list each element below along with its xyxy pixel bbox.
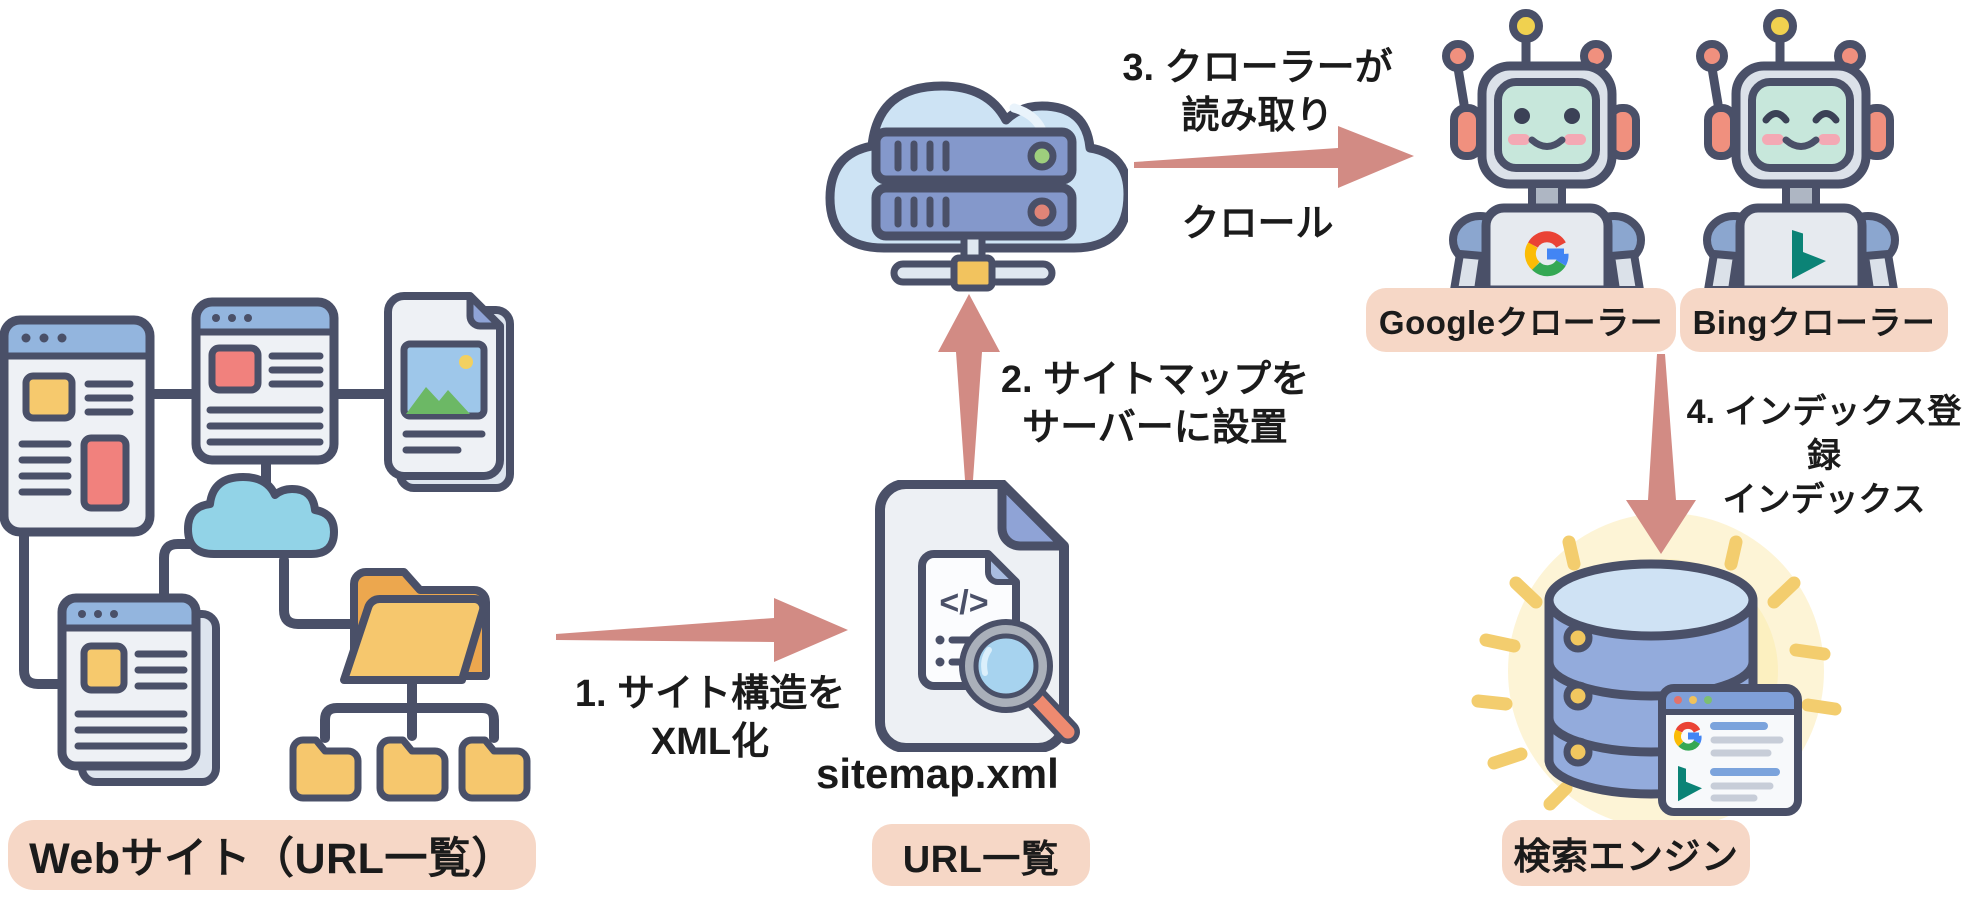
antenna-ball-yellow bbox=[1763, 9, 1797, 43]
open-folder-icon bbox=[340, 568, 490, 684]
status-led-red bbox=[1027, 197, 1057, 227]
step2-caption: 2. サイトマップを サーバーに設置 bbox=[980, 356, 1330, 452]
step2-line1: 2. サイトマップを bbox=[1000, 359, 1310, 401]
browser-window-icon bbox=[0, 315, 155, 537]
arm-right bbox=[1861, 250, 1898, 294]
website-label: Webサイト（URL一覧） bbox=[8, 820, 536, 890]
antenna-ball-left bbox=[1442, 40, 1474, 72]
folder-tree-icon bbox=[289, 736, 531, 802]
step3-line2: 読み取り bbox=[1181, 95, 1334, 137]
browser-window-stack-icon bbox=[57, 593, 220, 786]
cloud-server-icon bbox=[825, 81, 1128, 292]
arrow-step2-up bbox=[938, 294, 1000, 480]
code-glyph: </> bbox=[939, 584, 988, 622]
magnifier-icon bbox=[959, 619, 1080, 744]
arm-left bbox=[1704, 250, 1741, 294]
robot-face-screen bbox=[1748, 78, 1854, 172]
search-engine-label: 検索エンジン bbox=[1502, 820, 1750, 886]
step1-caption: 1. サイト構造を XML化 bbox=[545, 670, 875, 766]
status-led-green bbox=[1027, 141, 1057, 171]
sitemap-filename: sitemap.xml bbox=[816, 750, 1059, 797]
bing-crawler-robot-icon bbox=[1696, 9, 1899, 294]
arrow-step1-right bbox=[556, 598, 848, 662]
ear-left bbox=[1704, 104, 1738, 160]
cloud-icon bbox=[184, 473, 338, 558]
site-structure-connectors bbox=[19, 389, 499, 743]
search-results-card-icon bbox=[1658, 684, 1802, 816]
server-rack-top bbox=[871, 127, 1077, 185]
ear-left bbox=[1450, 104, 1484, 160]
step2-line2: サーバーに設置 bbox=[1022, 407, 1288, 449]
step3-line1: 3. クローラーが bbox=[1122, 47, 1393, 89]
google-logo bbox=[1673, 721, 1702, 751]
bing-crawler-label: Bingクローラー bbox=[1680, 288, 1948, 352]
google-crawler-label: Googleクローラー bbox=[1366, 288, 1676, 352]
google-logo bbox=[1524, 231, 1569, 277]
antenna-ball-left bbox=[1696, 40, 1728, 72]
glow-rays bbox=[1471, 535, 1842, 811]
arm-right bbox=[1607, 250, 1644, 294]
xml-document-magnifier-icon: </> bbox=[875, 480, 1080, 752]
step3-caption: 3. クローラーが 読み取り bbox=[1105, 44, 1410, 140]
step1-line1: 1. サイト構造を bbox=[574, 673, 846, 715]
image-document-icon bbox=[384, 292, 514, 492]
bing-logo bbox=[1678, 766, 1702, 802]
url-list-label: URL一覧 bbox=[872, 824, 1090, 886]
step3-crawl-caption: クロール bbox=[1181, 203, 1334, 245]
folded-corner bbox=[997, 480, 1069, 551]
step4-line1: 4. インデックス登録 bbox=[1686, 393, 1962, 475]
arrow-step4-down bbox=[1626, 354, 1696, 554]
server-rack-bottom bbox=[871, 183, 1077, 241]
step4-line2: インデックス bbox=[1722, 481, 1926, 519]
arm-left bbox=[1450, 250, 1487, 294]
arrow-step3-right bbox=[1134, 126, 1414, 188]
network-connector bbox=[890, 232, 1056, 292]
robot-face-screen bbox=[1494, 78, 1600, 172]
website-pages-cluster-icon bbox=[0, 292, 531, 802]
browser-window-icon bbox=[191, 297, 339, 465]
step4-caption: 4. インデックス登録 インデックス bbox=[1685, 390, 1963, 522]
bing-logo bbox=[1792, 230, 1826, 279]
step1-line2: XML化 bbox=[650, 721, 770, 763]
database-glow-icon bbox=[1471, 513, 1842, 824]
antenna-ball-yellow bbox=[1509, 9, 1543, 43]
google-crawler-robot-icon bbox=[1442, 9, 1645, 294]
